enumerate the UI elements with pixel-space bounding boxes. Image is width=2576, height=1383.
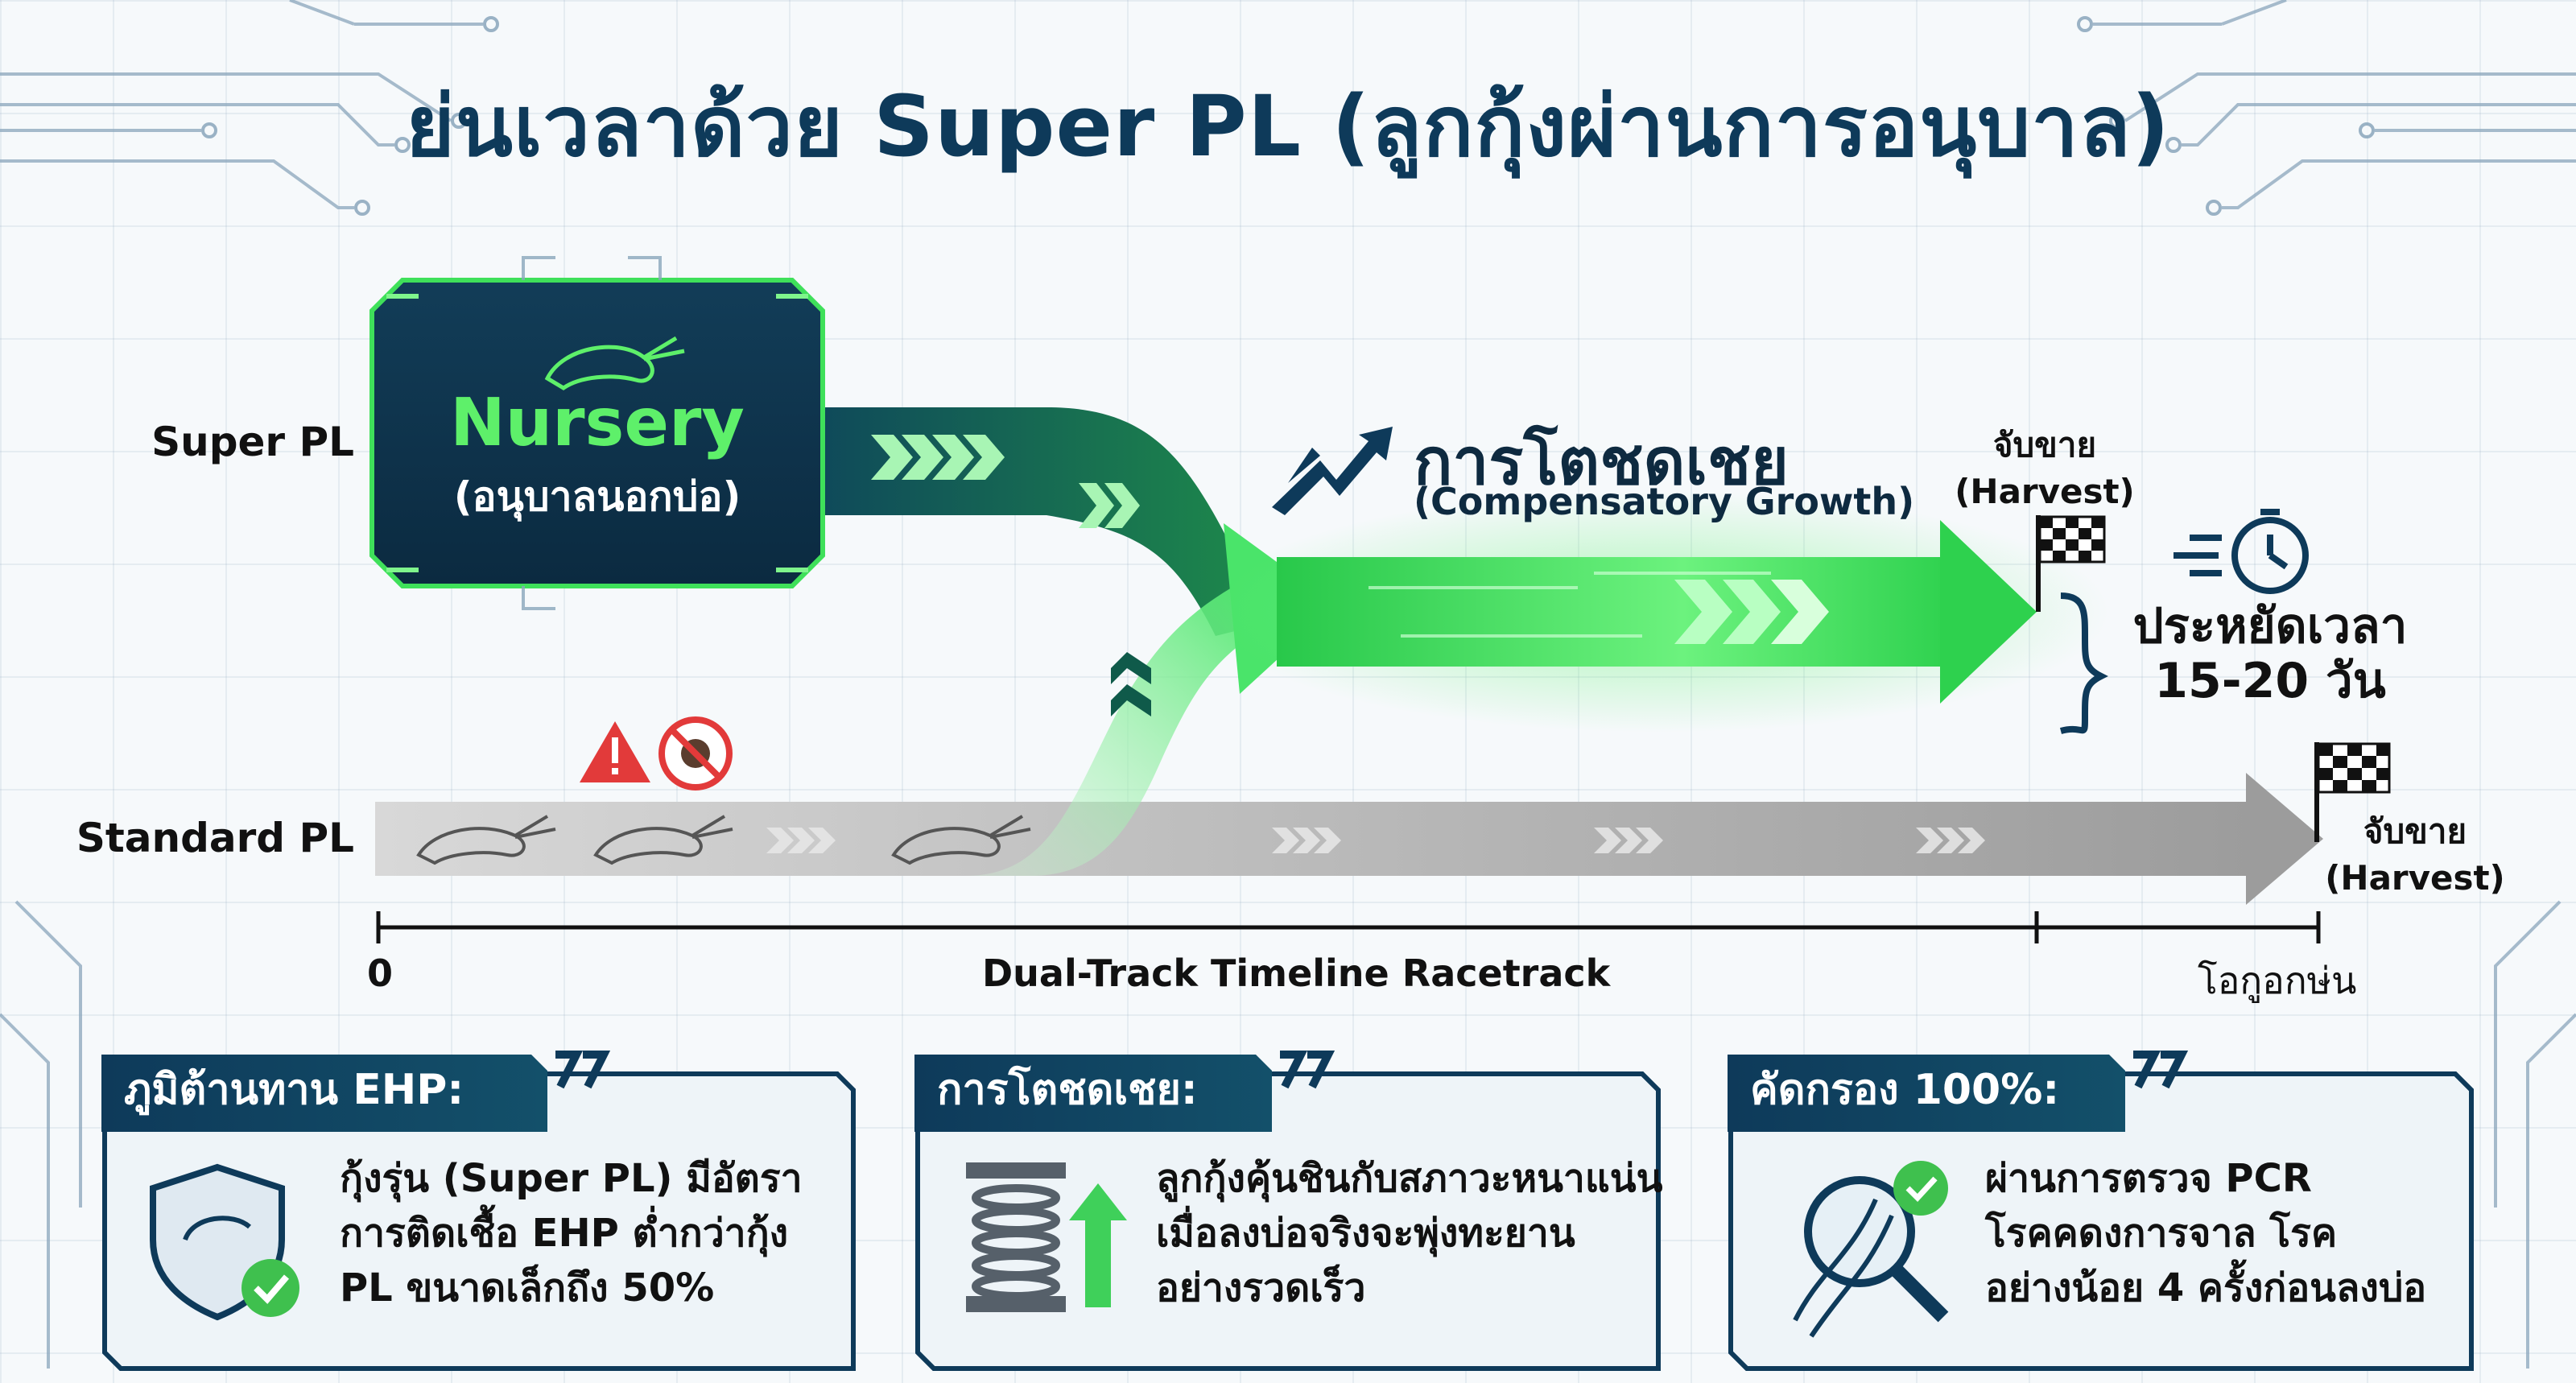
compensatory-subtitle: (Compensatory Growth) bbox=[1414, 480, 1915, 523]
nursery-subtitle: (อนุบาลนอกบ่อ) bbox=[453, 473, 741, 520]
timeline-axis bbox=[376, 911, 2321, 943]
nursery-title: Nursery bbox=[450, 385, 745, 461]
card-line: กุ้งรุ่น (Super PL) มีอัตรา bbox=[340, 1156, 803, 1201]
spring-icon bbox=[966, 1162, 1127, 1312]
timeline-end-label: โอกูอกษ่น bbox=[2198, 959, 2357, 1002]
standard-pl-label: Standard PL bbox=[76, 815, 354, 861]
harvest-super-label: จับขาย (Harvest) bbox=[1955, 425, 2135, 511]
timeline-name: Dual-Track Timeline Racetrack bbox=[982, 952, 1611, 995]
saving-brace bbox=[2059, 592, 2108, 734]
harvest-standard-label: จับขาย (Harvest) bbox=[2325, 811, 2505, 898]
card-line: อย่างรวดเร็ว bbox=[1156, 1265, 1366, 1311]
warning-icon bbox=[580, 721, 650, 782]
nursery-text: Nursery (อนุบาลนอกบ่อ) bbox=[372, 280, 823, 586]
shrimp-icon bbox=[544, 336, 685, 390]
shield-icon bbox=[150, 1163, 299, 1321]
card-line: PL ขนาดเล็กถึง 50% bbox=[340, 1265, 715, 1311]
card-ehp-resistance: ภูมิต้านทาน EHP: กุ้งรุ่น (Super PL) มีอ… bbox=[101, 1051, 858, 1373]
card-header: การโตชดเชย: bbox=[937, 1066, 1198, 1114]
card-line: เมื่อลงบ่อจริงจะพุ่งทะยาน bbox=[1156, 1211, 1575, 1256]
compensatory-title: การโตชดเชย bbox=[1414, 424, 1790, 499]
card-line: ลูกกุ้งคุ้นชินกับสภาวะหนาแน่น bbox=[1156, 1156, 1663, 1201]
card-line: โรคคดงการจาล โรค bbox=[1985, 1211, 2338, 1256]
nursery-box bbox=[369, 256, 825, 610]
page-title: ย่นเวลาด้วย Super PL (ลูกกุ้งผ่านการอนุบ… bbox=[405, 77, 2171, 175]
card-line: การติดเชื้อ EHP ต่ำกว่ากุ้ง bbox=[340, 1211, 789, 1256]
card-line: ผ่านการตรวจ PCR bbox=[1985, 1156, 2312, 1201]
chevron-markers bbox=[871, 435, 1829, 716]
dna-magnifier-icon bbox=[1793, 1161, 1949, 1338]
checkered-flag-icon bbox=[2036, 515, 2106, 612]
virus-icon bbox=[658, 716, 733, 791]
stopwatch-icon bbox=[2174, 509, 2309, 594]
checkered-flag-icon bbox=[2314, 742, 2391, 842]
card-header: ภูมิต้านทาน EHP: bbox=[124, 1066, 464, 1114]
standard-track bbox=[375, 773, 2323, 905]
growth-arrow-icon bbox=[1272, 427, 1393, 515]
super-pl-label: Super PL bbox=[151, 419, 354, 465]
card-header: คัดกรอง 100%: bbox=[1750, 1066, 2060, 1114]
compensatory-arrow bbox=[1208, 491, 2109, 733]
card-compensatory: การโตชดเชย: ลูกกุ้งคุ้นชินกับสภาวะหนาแน่… bbox=[914, 1051, 1671, 1373]
time-saving-text: ประหยัดเวลา 15-20 วัน bbox=[2132, 598, 2408, 709]
shrimp-icon bbox=[416, 815, 1031, 865]
card-line: อย่างน้อย 4 ครั้งก่อนลงบ่อ bbox=[1985, 1265, 2427, 1311]
card-screening: คัดกรอง 100%: ผ่านการตรวจ PCR โรคคดงการจ… bbox=[1728, 1051, 2484, 1373]
timeline-start-label: 0 bbox=[367, 952, 394, 995]
